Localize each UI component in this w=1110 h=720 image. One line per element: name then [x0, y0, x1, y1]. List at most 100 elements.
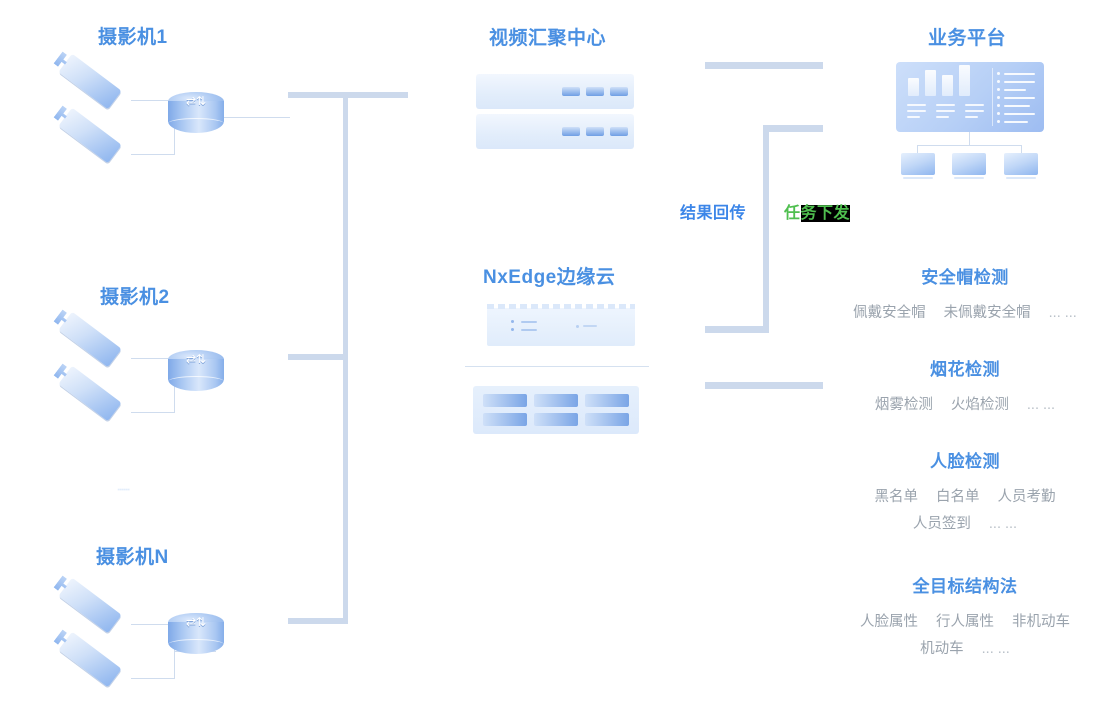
dashboard-list-line: [1004, 121, 1028, 123]
camera-icon: [58, 577, 122, 634]
capability-group-helmet: 安全帽检测 佩戴安全帽未佩戴安全帽... ...: [830, 263, 1100, 327]
camera-bracket-top: [131, 358, 175, 359]
camera-bracket-bottom: [131, 412, 175, 413]
edge-cloud-divider: [465, 366, 649, 367]
capability-item: 机动车: [920, 641, 964, 657]
server-led: [586, 87, 604, 96]
dashboard-list-dot: [997, 72, 1000, 75]
capability-row: 佩戴安全帽未佩戴安全帽... ...: [830, 300, 1100, 327]
capability-group-face: 人脸检测 黑名单白名单人员考勤人员签到 ... ...: [830, 447, 1100, 538]
router-icon-1: ⇄⇅: [168, 92, 224, 142]
right-bus-vertical: [763, 125, 769, 332]
rack-block: [483, 413, 527, 426]
edge-cloud-rack: [473, 386, 639, 434]
camera-2-micro-label: ......: [118, 486, 130, 492]
capability-item: 火焰检测: [950, 397, 1009, 413]
switch-mark: [521, 321, 537, 323]
dashboard-bar: [908, 78, 919, 96]
dashboard-list-line: [1004, 89, 1026, 91]
capability-title: 烟花检测: [930, 360, 1000, 379]
capability-title: 人脸检测: [930, 452, 1000, 471]
left-bus-stub-1: [288, 92, 408, 98]
router-seam: [168, 118, 224, 129]
switch-ports: [487, 304, 635, 309]
router-arrows-icon: ⇄⇅: [185, 615, 207, 629]
capability-rows: 黑名单白名单人员考勤人员签到 ... ...: [830, 484, 1100, 538]
capability-rows: 人脸属性行人属性非机动车机动车... ...: [830, 609, 1100, 663]
rack-block: [534, 394, 578, 407]
platform-drop-right: [1021, 145, 1022, 154]
edge-cloud-switch: [487, 304, 635, 346]
business-platform-title: 业务平台: [928, 28, 1007, 49]
camera-group-n-title: 摄影机N: [96, 547, 169, 568]
switch-dot: [576, 325, 579, 328]
right-bus-stub-bottom: [705, 382, 823, 389]
capability-item: 黑名单: [874, 489, 919, 505]
dashboard-line: [936, 110, 955, 112]
server-led: [562, 87, 580, 96]
camera-icon: [58, 311, 122, 368]
dashboard-line: [965, 110, 984, 112]
capability-item: 人脸属性: [860, 614, 918, 630]
flow-result-return-text: 结果回传: [680, 205, 747, 222]
dashboard-bar: [942, 75, 953, 96]
edge-cloud-title: NxEdge边缘云: [483, 267, 616, 288]
dashboard-line: [907, 104, 926, 106]
switch-mark: [521, 329, 537, 331]
rack-block: [534, 413, 578, 426]
flow-task-dispatch-label: 任务下发: [784, 199, 851, 223]
capability-ellipsis: ... ...: [1026, 397, 1056, 413]
capability-item: 烟雾检测: [874, 397, 933, 413]
capability-rows: 佩戴安全帽未佩戴安全帽... ...: [830, 300, 1100, 327]
camera-icon: [58, 107, 122, 164]
right-bus-stub-top: [705, 62, 823, 69]
capability-row: 机动车... ...: [830, 636, 1100, 663]
dashboard-line: [965, 104, 984, 106]
flow-task-dispatch-text: 任务下发: [784, 205, 851, 222]
switch-dot: [511, 328, 514, 331]
switch-mark: [583, 325, 597, 327]
capability-group-smoke-fire: 烟花检测 烟雾检测 火焰检测 ... ...: [830, 355, 1100, 419]
dashboard-line: [907, 116, 920, 118]
video-center-server-2: [476, 114, 634, 149]
router-1-to-bus-line: [224, 117, 290, 118]
capability-item: 人员签到: [912, 516, 971, 532]
camera-group-1: [45, 53, 285, 177]
capability-rows: 烟雾检测 火焰检测 ... ...: [830, 392, 1100, 419]
capability-row: 烟雾检测 火焰检测 ... ...: [830, 392, 1100, 419]
right-bus-stub-mid: [763, 125, 823, 132]
capability-ellipsis: ... ...: [988, 516, 1018, 532]
dashboard-list-line: [1004, 81, 1035, 83]
dashboard-list-line: [1004, 113, 1035, 115]
capability-group-structure: 全目标结构法 人脸属性行人属性非机动车机动车... ...: [830, 572, 1100, 663]
capability-item: 人员考勤: [997, 489, 1056, 505]
dashboard-list-dot: [997, 104, 1000, 107]
dashboard-bar: [959, 65, 970, 96]
platform-drop-left: [917, 145, 918, 154]
capability-row: 人脸属性行人属性非机动车: [830, 609, 1100, 636]
dashboard-list-dot: [997, 80, 1000, 83]
platform-client-2: [952, 153, 986, 179]
capability-item: 佩戴安全帽: [853, 305, 926, 321]
camera-group-n: [45, 577, 285, 701]
server-led: [586, 127, 604, 136]
capability-row: 人员签到 ... ...: [830, 511, 1100, 538]
capability-ellipsis: ... ...: [1048, 305, 1077, 321]
platform-trunk-line: [969, 132, 970, 146]
dashboard-line: [965, 116, 978, 118]
video-center-title: 视频汇聚中心: [489, 28, 607, 49]
rack-block: [585, 394, 629, 407]
dashboard-list-line: [1004, 73, 1035, 75]
platform-client-1: [901, 153, 935, 179]
camera-group-2-title: 摄影机2: [100, 287, 170, 308]
left-bus-stub-2: [288, 354, 348, 360]
camera-bracket-top: [131, 100, 175, 101]
platform-client-3: [1004, 153, 1038, 179]
camera-group-1-title: 摄影机1: [98, 27, 168, 48]
dashboard-list-line: [1004, 105, 1030, 107]
dashboard-list-dot: [997, 120, 1000, 123]
dashboard-line: [936, 104, 955, 106]
capability-row: 黑名单白名单人员考勤: [830, 484, 1100, 511]
router-seam: [168, 376, 224, 387]
